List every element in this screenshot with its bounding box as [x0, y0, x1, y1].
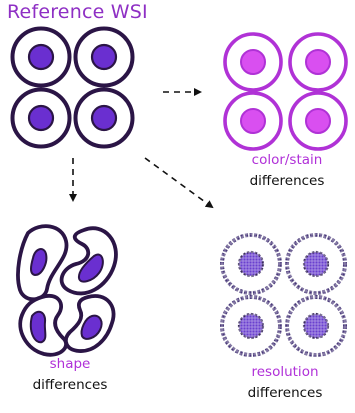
resolution-cells — [218, 231, 350, 359]
shape-cell — [62, 228, 116, 293]
color-cell — [225, 34, 281, 90]
reference-cell — [13, 90, 70, 147]
resolution-label: resolution differences — [226, 364, 344, 401]
reference-cells — [13, 29, 133, 147]
reference-cell — [76, 90, 133, 147]
shape-cell — [66, 296, 114, 351]
color-stain-label-accent: color/stain — [228, 152, 346, 168]
shape-label-accent: shape — [14, 356, 126, 372]
reference-cell — [13, 29, 70, 86]
resolution-label-base: differences — [226, 385, 344, 401]
shape-cells — [18, 226, 116, 355]
color-cell — [290, 93, 346, 149]
arrow-to-resolution — [145, 158, 212, 207]
color-stain-label: color/stain differences — [228, 152, 346, 189]
color-stain-label-base: differences — [228, 173, 346, 189]
shape-label-base: differences — [14, 377, 126, 393]
shape-cell — [20, 296, 66, 355]
shape-label: shape differences — [14, 356, 126, 393]
shape-cell — [18, 226, 67, 299]
reference-cell — [76, 29, 133, 86]
color-stain-cells — [225, 34, 346, 149]
color-cell — [290, 34, 346, 90]
resolution-label-accent: resolution — [226, 364, 344, 380]
color-cell — [225, 93, 281, 149]
